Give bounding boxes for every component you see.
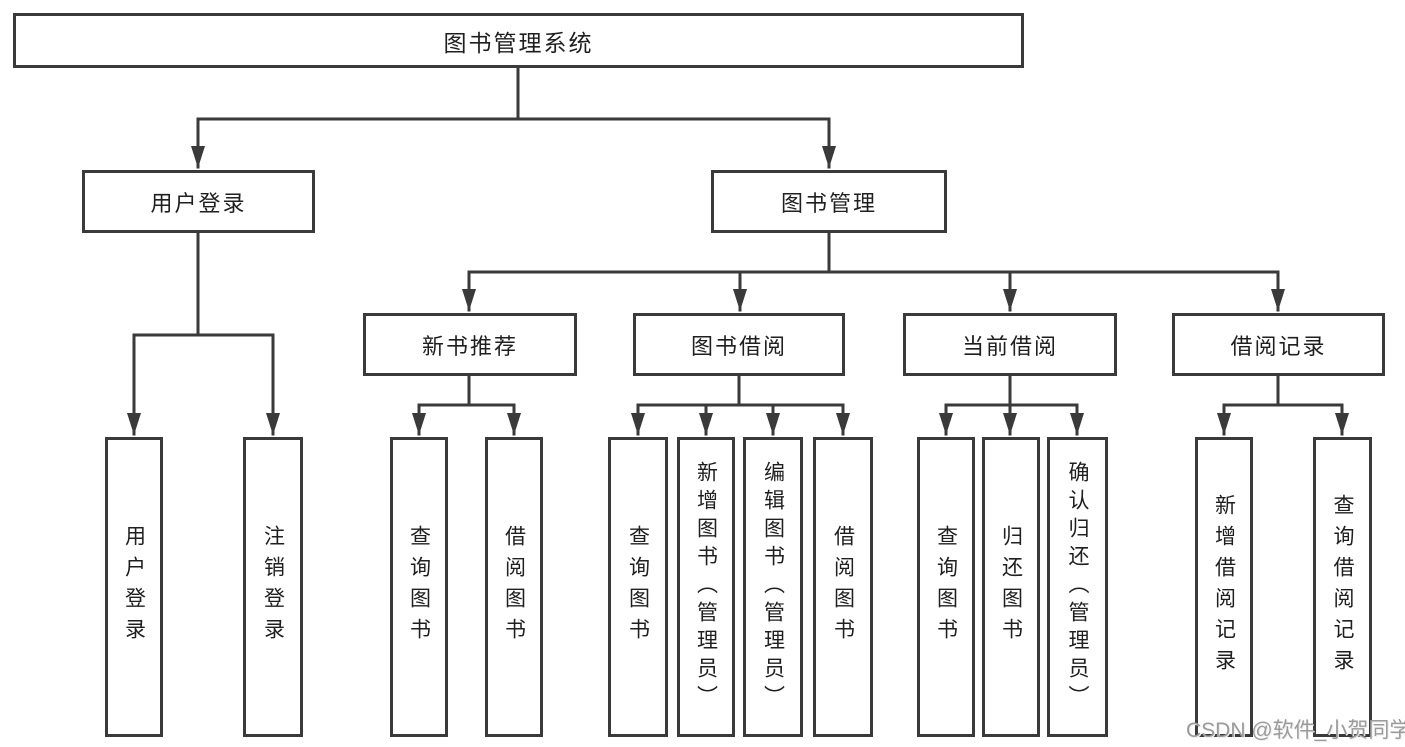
leaf-current-query-books: 查询图书 bbox=[917, 437, 975, 737]
leaf-return-books: 归还图书 bbox=[982, 437, 1040, 737]
leaf-add-books-admin: 新增图书（管理员） bbox=[677, 437, 735, 737]
leaf-confirm-return-admin-label: 确认归还（管理员） bbox=[1066, 461, 1089, 713]
node-user-login: 用户登录 bbox=[82, 170, 315, 233]
node-root-system: 图书管理系统 bbox=[13, 13, 1024, 68]
leaf-confirm-return-admin: 确认归还（管理员） bbox=[1047, 437, 1108, 737]
leaf-add-borrow-record: 新增借阅记录 bbox=[1195, 437, 1253, 737]
leaf-query-borrow-record: 查询借阅记录 bbox=[1313, 437, 1372, 737]
leaf-add-borrow-record-label: 新增借阅记录 bbox=[1212, 494, 1236, 680]
node-borrow-records-label: 借阅记录 bbox=[1230, 333, 1327, 359]
node-current-borrow: 当前借阅 bbox=[903, 313, 1117, 376]
leaf-recommend-query-books: 查询图书 bbox=[390, 437, 448, 737]
leaf-logout: 注销登录 bbox=[243, 437, 303, 737]
node-new-book-recommend: 新书推荐 bbox=[363, 313, 577, 376]
leaf-logout-label: 注销登录 bbox=[261, 525, 285, 649]
leaf-edit-books-admin-label: 编辑图书（管理员） bbox=[761, 461, 785, 713]
leaf-borrow-books-label: 借阅图书 bbox=[831, 525, 855, 649]
node-borrow-records: 借阅记录 bbox=[1172, 313, 1385, 376]
csdn-watermark: CSDN @软件_小贺同学 bbox=[1186, 719, 1405, 742]
leaf-return-books-label: 归还图书 bbox=[999, 525, 1023, 649]
node-book-management-label: 图书管理 bbox=[780, 190, 877, 216]
leaf-recommend-borrow-books: 借阅图书 bbox=[485, 437, 543, 737]
leaf-borrow-query-books: 查询图书 bbox=[608, 437, 668, 737]
leaf-user-login-label: 用户登录 bbox=[122, 525, 146, 649]
node-book-borrow-label: 图书借阅 bbox=[690, 333, 787, 359]
leaf-borrow-books: 借阅图书 bbox=[813, 437, 873, 737]
leaf-current-query-books-label: 查询图书 bbox=[934, 525, 958, 649]
node-user-login-label: 用户登录 bbox=[150, 190, 247, 216]
node-book-borrow: 图书借阅 bbox=[633, 313, 845, 376]
leaf-add-books-admin-label: 新增图书（管理员） bbox=[694, 461, 718, 713]
node-new-book-recommend-label: 新书推荐 bbox=[421, 333, 518, 359]
node-root-system-label: 图书管理系统 bbox=[443, 29, 594, 56]
leaf-query-borrow-record-label: 查询借阅记录 bbox=[1331, 494, 1354, 680]
leaf-recommend-borrow-books-label: 借阅图书 bbox=[502, 525, 526, 649]
leaf-recommend-query-books-label: 查询图书 bbox=[407, 525, 431, 649]
node-book-management: 图书管理 bbox=[711, 170, 947, 233]
leaf-edit-books-admin: 编辑图书（管理员） bbox=[743, 437, 803, 737]
leaf-user-login: 用户登录 bbox=[105, 437, 163, 737]
node-current-borrow-label: 当前借阅 bbox=[961, 333, 1058, 359]
leaf-borrow-query-books-label: 查询图书 bbox=[626, 525, 650, 649]
